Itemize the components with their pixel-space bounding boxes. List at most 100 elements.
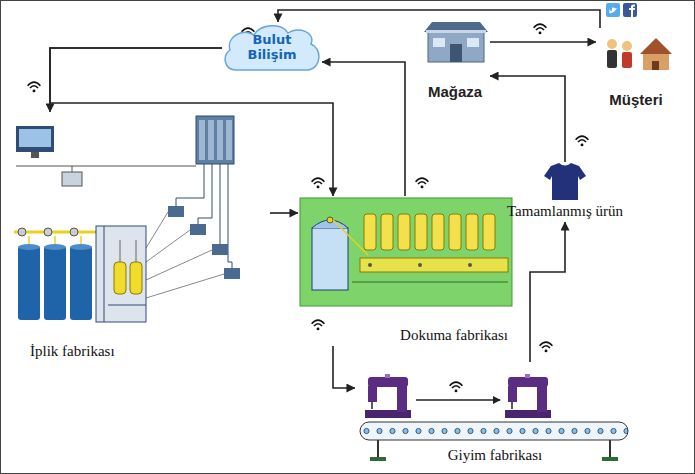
spinning-mill-art-part — [146, 230, 190, 262]
spinning-mill-art-part — [198, 164, 212, 224]
spinning-mill-art-part — [130, 262, 142, 294]
spinning-mill-art-part — [18, 244, 40, 250]
garment-factory-art-part — [377, 440, 379, 458]
flow-arrow — [490, 76, 565, 162]
spinning-mill-art-part — [96, 226, 146, 322]
spinning-mill-art-part — [72, 166, 73, 172]
social-media-icons-part — [606, 3, 620, 17]
weaving-mill-art-part — [381, 214, 393, 250]
garment-factory-art-part — [505, 374, 551, 418]
connector-group — [50, 10, 600, 388]
spinning-mill-art-part — [44, 244, 66, 250]
garment-factory-art-part — [602, 457, 618, 461]
customer-icon-part — [652, 61, 659, 70]
weaving-mill-art-part — [415, 214, 427, 250]
spinning-mill-art-part — [224, 268, 240, 279]
store-icon-part — [426, 30, 486, 33]
garment-factory-art-part — [370, 457, 386, 461]
node-label: Tamamlanmış ürün — [507, 203, 623, 220]
spinning-mill-art-part — [146, 212, 168, 248]
spinning-mill-art-part — [44, 228, 52, 236]
store-icon — [424, 22, 488, 62]
spinning-mill-art-part — [108, 305, 146, 306]
spinning-mill-art-part — [199, 120, 205, 160]
weaving-mill-art-part — [398, 214, 410, 250]
customer-icon-part — [622, 41, 632, 51]
spinning-mill-art-part — [70, 228, 78, 236]
store-icon-part — [433, 38, 445, 47]
spinning-mill-art-part — [16, 126, 54, 152]
spinning-mill-art-part — [70, 246, 92, 320]
spinning-mill-art-part — [226, 120, 232, 160]
spinning-mill-art-part — [212, 244, 228, 255]
node-label: Mağaza — [428, 83, 482, 100]
social-media-icons-part — [609, 7, 617, 13]
t-shirt-icon-part — [544, 163, 586, 200]
spinning-mill-art-part — [114, 262, 126, 294]
store-icon-part — [428, 32, 484, 62]
customer-icon-part — [643, 54, 669, 70]
spinning-mill-art-part — [168, 206, 184, 217]
wireless-symbol-part — [540, 342, 553, 352]
spinning-mill-art-part — [70, 244, 92, 250]
customer-node: Müşteri — [596, 28, 676, 110]
node-label: İplik fabrikası — [30, 343, 115, 360]
finished-product-node: Tamamlanmış ürün — [490, 162, 640, 222]
social-media-icons-part — [623, 3, 637, 17]
weaving-mill-art-part — [483, 214, 495, 250]
spinning-mill-art-part — [190, 224, 206, 235]
spinning-mill-art-part — [146, 274, 224, 298]
garment-factory-node: Giyim fabrikası — [355, 362, 635, 466]
node-label: Giyim fabrikası — [448, 447, 543, 464]
wireless-symbol-part — [312, 320, 325, 330]
weaving-mill-art-part — [352, 282, 508, 283]
weaving-mill-art-part — [364, 214, 376, 250]
spinning-mill-art-part — [16, 165, 196, 166]
spinning-mill-art-part — [220, 164, 221, 244]
spinning-mill-art-part — [217, 120, 223, 160]
weaving-mill-art — [300, 198, 512, 306]
store-node: Mağaza — [420, 12, 490, 102]
social-media-icons-part — [629, 5, 635, 18]
weaving-mill-art-part — [300, 198, 512, 306]
weaving-mill-art-part — [432, 214, 444, 250]
store-icon-part — [424, 22, 488, 32]
wireless-symbol-part — [28, 82, 41, 92]
spinning-mill-art-part — [31, 152, 39, 158]
wireless-symbol-part — [576, 136, 589, 146]
wireless-symbol-part — [450, 382, 463, 392]
customer-icon-part — [607, 50, 617, 68]
customer-icon-part — [640, 38, 672, 54]
spinning-mill-art-part — [120, 240, 121, 262]
spinning-mill-art-part — [19, 129, 51, 147]
weaving-mill-art-part — [360, 258, 508, 272]
store-icon-part — [467, 38, 479, 47]
wireless-symbol-part — [312, 178, 325, 188]
flow-arrow — [530, 222, 565, 362]
spinning-mill-art — [14, 116, 240, 322]
spinning-mill-art-part — [104, 226, 105, 322]
flow-arrow — [278, 10, 600, 28]
node-label: Dokuma fabrikası — [400, 327, 508, 344]
weaving-mill-art-part — [418, 263, 422, 267]
weaving-mill-art-part — [327, 217, 333, 223]
spinning-mill-art-part — [208, 120, 214, 160]
garment-factory-art-part — [365, 374, 411, 418]
spinning-mill-art-part — [228, 164, 232, 268]
spinning-mill-art-part — [146, 250, 212, 280]
t-shirt-icon — [544, 163, 586, 200]
spinning-mill-art-part — [18, 246, 40, 320]
customer-icon-part — [622, 52, 632, 68]
weaving-mill-art-part — [449, 214, 461, 250]
customer-icon — [607, 38, 672, 70]
spinning-mill-art-part — [196, 116, 234, 164]
spinning-mill-art-part — [18, 228, 26, 236]
flow-arrow — [333, 346, 355, 388]
flow-arrow — [490, 41, 596, 43]
node-label: Bulut Bilişim — [236, 33, 308, 63]
spinning-mill-art-part — [176, 164, 204, 206]
